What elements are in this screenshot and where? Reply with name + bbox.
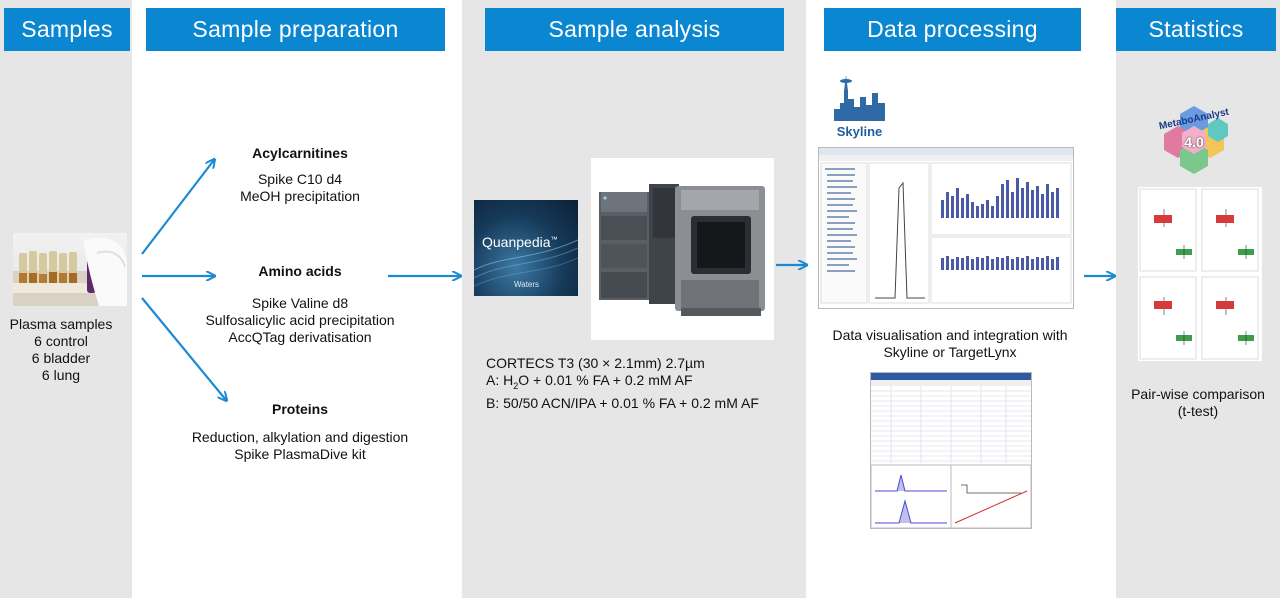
plasma-samples-photo bbox=[13, 233, 127, 306]
processing-caption: Data visualisation and integration with … bbox=[818, 327, 1082, 361]
samples-line: 6 bladder bbox=[31, 350, 91, 366]
acylcarnitines-line: Spike C10 d4 bbox=[257, 171, 343, 187]
waters-label: Waters bbox=[514, 280, 540, 289]
acylcarnitines-title: Acylcarnitines bbox=[252, 145, 348, 161]
targetlynx-screenshot bbox=[870, 372, 1032, 529]
acylcarnitines-block: Acylcarnitines Spike C10 d4 MeOH precipi… bbox=[210, 145, 390, 205]
statistics-caption-line: Pair-wise comparison bbox=[1131, 386, 1265, 402]
amino-acids-line: Sulfosalicylic acid precipitation bbox=[205, 312, 395, 328]
preparation-panel bbox=[132, 0, 462, 598]
statistics-caption: Pair-wise comparison (t-test) bbox=[1118, 386, 1278, 420]
samples-line: 6 control bbox=[34, 333, 88, 349]
boxplot-panel bbox=[1201, 276, 1259, 360]
statistics-caption-line: (t-test) bbox=[1177, 403, 1219, 419]
lcms-instrument bbox=[591, 158, 774, 340]
column-spec: CORTECS T3 (30 × 2.1mm) 2.7µm bbox=[486, 355, 705, 371]
header-sample-analysis: Sample analysis bbox=[485, 8, 784, 51]
boxplot-panel bbox=[1139, 188, 1197, 272]
quanpedia-box: Quanpedia™ Waters bbox=[474, 200, 578, 296]
acylcarnitines-line: MeOH precipitation bbox=[240, 188, 360, 204]
quanpedia-label: Quanpedia™ bbox=[482, 234, 558, 250]
mobile-phase-a: A: H2O + 0.01 % FA + 0.2 mM AF bbox=[486, 372, 693, 391]
skyline-screenshot bbox=[818, 147, 1074, 309]
boxplot-grid bbox=[1138, 187, 1262, 361]
amino-acids-line: AccQTag derivatisation bbox=[228, 329, 372, 345]
arrow-to-acylcarnitines bbox=[141, 160, 214, 255]
metaboanalyst-logo: MetaboAnalyst 4.0 bbox=[1156, 104, 1232, 178]
proteins-line: Spike PlasmaDive kit bbox=[234, 446, 366, 462]
amino-acids-block: Amino acids Spike Valine d8 Sulfosalicyl… bbox=[190, 263, 410, 346]
metaboanalyst-version: 4.0 bbox=[1184, 134, 1204, 150]
header-sample-preparation: Sample preparation bbox=[146, 8, 445, 51]
boxplot-panel bbox=[1201, 188, 1259, 272]
arrow-to-proteins bbox=[141, 297, 226, 400]
header-samples: Samples bbox=[4, 8, 130, 51]
mobile-phase-b: B: 50/50 ACN/IPA + 0.01 % FA + 0.2 mM AF bbox=[486, 394, 759, 411]
amino-acids-title: Amino acids bbox=[258, 263, 342, 279]
proteins-block: Proteins Reduction, alkylation and diges… bbox=[178, 401, 422, 463]
processing-caption-line: Data visualisation and integration with bbox=[832, 327, 1068, 343]
analysis-conditions: CORTECS T3 (30 × 2.1mm) 2.7µm A: H2O + 0… bbox=[486, 355, 796, 412]
processing-caption-line: Skyline or TargetLynx bbox=[883, 344, 1017, 360]
skyline-label: Skyline bbox=[836, 124, 883, 139]
proteins-title: Proteins bbox=[271, 401, 328, 417]
boxplot-panel bbox=[1139, 276, 1197, 360]
amino-acids-line: Spike Valine d8 bbox=[251, 295, 349, 311]
proteins-line: Reduction, alkylation and digestion bbox=[191, 429, 409, 445]
samples-line: Plasma samples bbox=[9, 316, 113, 332]
header-data-processing: Data processing bbox=[824, 8, 1081, 51]
skyline-logo: Skyline bbox=[834, 69, 885, 139]
header-statistics: Statistics bbox=[1116, 8, 1276, 51]
samples-line: 6 lung bbox=[41, 367, 81, 383]
samples-text: Plasma samples 6 control 6 bladder 6 lun… bbox=[0, 316, 122, 384]
